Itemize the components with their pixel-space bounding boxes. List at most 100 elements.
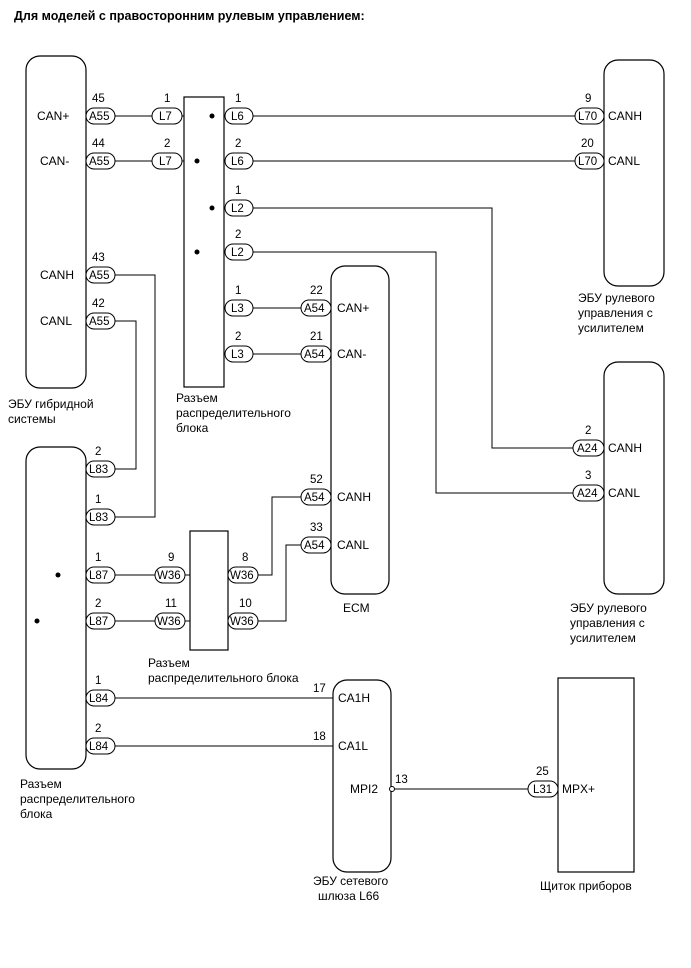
connector-label-l3: L3 (231, 349, 244, 361)
signal-mpi2: MPI2 (350, 782, 378, 796)
connector-label-l3: L3 (231, 303, 244, 315)
hybrid-ecu-box (25, 55, 87, 389)
junction-3-box (25, 446, 87, 770)
connector-label-l7: L7 (159, 111, 172, 123)
connector-label-w36: W36 (230, 570, 254, 582)
connector-label-l2: L2 (231, 203, 244, 215)
connector-w36-11 (154, 612, 186, 630)
signal-canl-eps1: CANL (608, 154, 640, 168)
connector-l3-2 (224, 345, 254, 363)
pin-l6-2: 2 (235, 138, 241, 150)
connector-l31-25 (527, 780, 559, 798)
pin-l31-25: 25 (536, 766, 549, 778)
connector-a54-21 (300, 345, 332, 363)
wire-l2-1-a24-2 (253, 207, 573, 449)
signal-canl-ecm: CANL (337, 538, 369, 552)
signal-can-plus-ecm: CAN+ (337, 301, 369, 315)
signal-canh-hybrid: CANH (40, 268, 74, 282)
pin-l84-2: 2 (95, 723, 101, 735)
signal-can-minus-ecm: CAN- (337, 347, 366, 361)
connector-l7-1 (151, 107, 183, 125)
wire-w36-10-a54-33 (258, 544, 301, 622)
pin-a55-44: 44 (92, 138, 105, 150)
connector-label-l84: L84 (89, 741, 109, 753)
connector-label-l70: L70 (578, 156, 597, 168)
connector-w36-10 (227, 612, 259, 630)
signal-can-plus: CAN+ (37, 109, 69, 123)
splice-dot (209, 113, 215, 119)
pin-l84-1: 1 (95, 675, 101, 687)
connector-w36-9 (154, 566, 186, 584)
junction-1-box (183, 96, 225, 388)
pin-l3-1: 1 (235, 285, 241, 297)
junction-1-label-3: блока (176, 421, 209, 435)
eps-ecu-2-box (603, 361, 665, 595)
pin-gw-17: 17 (313, 683, 326, 695)
pin-gw-13: 13 (395, 774, 408, 786)
gateway-ecu-box (332, 679, 392, 873)
pin-a55-43: 43 (92, 252, 105, 264)
eps-ecu-2-label-1: ЭБУ рулевого (570, 601, 647, 615)
pin-gw-18: 18 (313, 731, 326, 743)
pin-w36-9: 9 (168, 552, 174, 564)
wire-a55-42-l83-2 (115, 320, 137, 470)
connector-label-l87: L87 (89, 616, 108, 628)
connector-l83-1 (85, 508, 116, 526)
junction-2-label-1: Разъем (148, 656, 190, 670)
connector-label-a55: A55 (89, 316, 109, 328)
connector-a55-45 (85, 107, 116, 125)
gateway-ecu-label-1: ЭБУ сетевого (313, 874, 389, 888)
connector-a24-3 (572, 484, 605, 502)
connector-l87-2 (85, 612, 116, 630)
splice-dot (194, 249, 200, 255)
pin-a24-3: 3 (585, 470, 591, 482)
pin-l87-2: 2 (95, 598, 101, 610)
signal-canl-eps2: CANL (608, 486, 640, 500)
pin-l7-2: 2 (164, 138, 170, 150)
eps-ecu-1-label-1: ЭБУ рулевого (578, 291, 655, 305)
connector-l70-9 (574, 107, 605, 125)
pin-a55-42: 42 (92, 298, 105, 310)
pin-l70-20: 20 (581, 138, 594, 150)
pin-a54-52: 52 (310, 474, 323, 486)
connector-label-a24: A24 (577, 443, 598, 455)
pin-a55-45: 45 (92, 93, 105, 105)
connector-a55-43 (85, 266, 116, 284)
connector-label-a24: A24 (577, 488, 598, 500)
pin-l7-1: 1 (164, 93, 170, 105)
junction-2-label-2: распределительного блока (148, 671, 299, 685)
pin-a54-33: 33 (310, 522, 323, 534)
connector-label-w36: W36 (157, 616, 181, 628)
ecm-box (330, 265, 390, 595)
connector-a24-2 (572, 439, 605, 457)
connector-a54-22 (300, 299, 332, 317)
pin-l6-1: 1 (235, 93, 241, 105)
hybrid-ecu-label-2: системы (8, 412, 56, 426)
pin-a54-22: 22 (310, 285, 323, 297)
eps-ecu-2-label-3: усилителем (570, 631, 636, 645)
splice-dot (194, 158, 200, 164)
meter-box (557, 677, 635, 873)
connector-l84-1 (85, 689, 116, 707)
junction-2-box (189, 530, 229, 651)
connector-l83-2 (85, 460, 116, 478)
connector-a55-44 (85, 152, 116, 170)
connector-w36-8 (227, 566, 259, 584)
connector-l70-20 (574, 152, 605, 170)
splice-dots (34, 113, 395, 792)
connector-label-l7: L7 (159, 156, 172, 168)
junction-1-label-1: Разъем (176, 391, 218, 405)
pin-a24-2: 2 (585, 425, 591, 437)
connector-label-l83: L83 (89, 512, 108, 524)
connector-label-a55: A55 (89, 270, 109, 282)
signal-mpx-plus: MPX+ (562, 782, 595, 796)
connector-l7-2 (151, 152, 183, 170)
connector-l2-1 (224, 199, 254, 217)
connector-a54-52 (300, 488, 332, 506)
connector-label-l6: L6 (231, 111, 244, 123)
pin-a54-21: 21 (310, 331, 323, 343)
connector-a55-42 (85, 312, 116, 330)
connector-label-l31: L31 (533, 784, 552, 796)
signal-ca1l: CA1L (338, 739, 368, 753)
